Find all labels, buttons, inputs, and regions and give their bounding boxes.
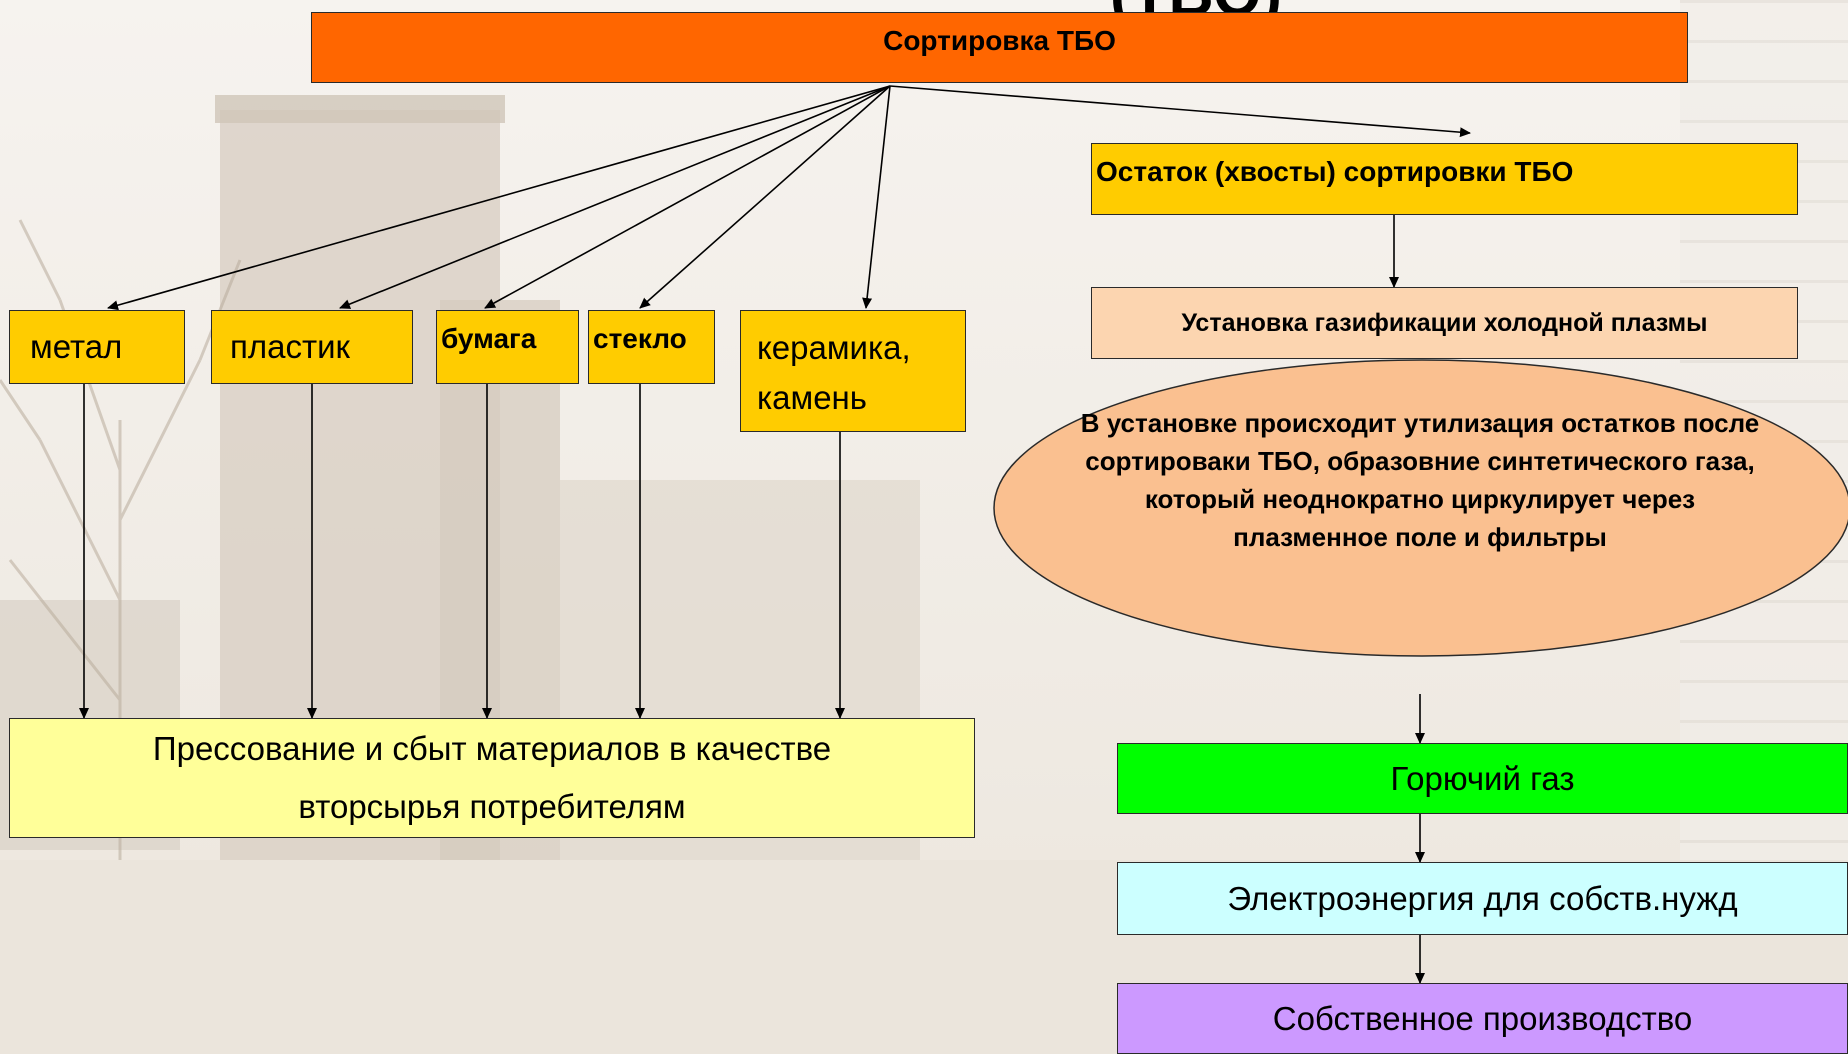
electricity-box: Электроэнергия для собств.нужд — [1117, 862, 1848, 935]
plasma-plant-label: Установка газификации холодной плазмы — [1181, 308, 1708, 337]
material-metal-label: метал — [30, 328, 123, 365]
sorting-box: Сортировка ТБО — [311, 12, 1688, 83]
sorting-label: Сортировка ТБО — [883, 25, 1116, 56]
plasma-plant-box: Установка газификации холодной плазмы — [1091, 287, 1798, 359]
material-plastic-label: пластик — [230, 328, 350, 365]
gas-box: Горючий газ — [1117, 743, 1848, 814]
process-ellipse — [993, 359, 1848, 657]
material-paper-label: бумага — [441, 323, 537, 354]
production-box: Собственное производство — [1117, 983, 1848, 1054]
process-description: В установке происходит утилизация остатк… — [1080, 408, 1760, 552]
pressing-label: Прессование и сбыт материалов в качестве… — [152, 730, 832, 825]
material-ceramics-box: керамика, камень — [740, 310, 966, 432]
material-paper-box: бумага — [436, 310, 579, 384]
residue-label: Остаток (хвосты) сортировки ТБО — [1096, 156, 1574, 187]
material-ceramics-label: керамика, камень — [757, 329, 911, 416]
electricity-label: Электроэнергия для собств.нужд — [1227, 879, 1738, 917]
pressing-box: Прессование и сбыт материалов в качестве… — [9, 718, 975, 838]
material-plastic-box: пластик — [211, 310, 413, 384]
production-label: Собственное производство — [1272, 999, 1693, 1037]
material-metal-box: метал — [9, 310, 185, 384]
material-glass-label: стекло — [593, 323, 687, 354]
material-glass-box: стекло — [588, 310, 715, 384]
residue-box: Остаток (хвосты) сортировки ТБО — [1091, 143, 1798, 215]
gas-label: Горючий газ — [1390, 759, 1575, 797]
